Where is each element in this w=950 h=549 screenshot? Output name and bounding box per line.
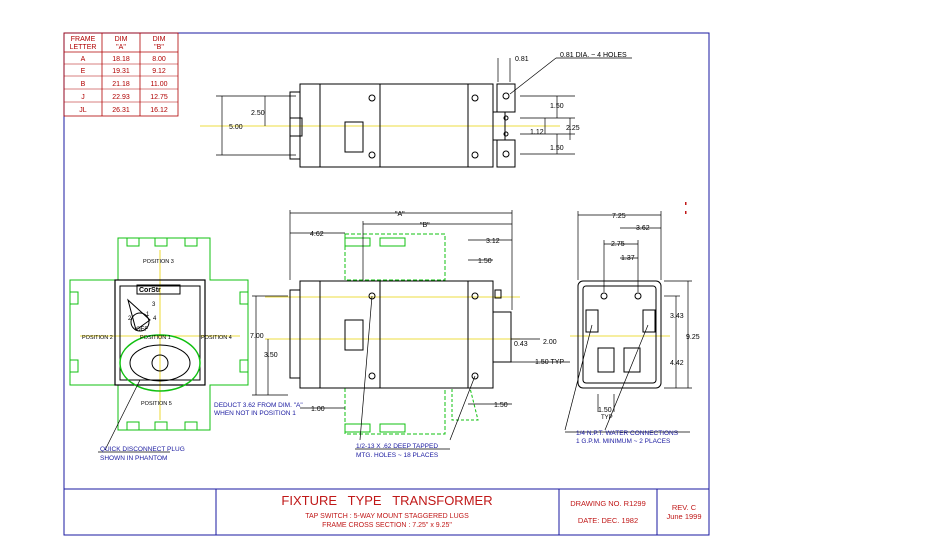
dim-label: 1.50 (478, 258, 492, 265)
drawing-border (63, 32, 710, 536)
table-cell: 8.00 (152, 56, 166, 63)
table-cell: A (81, 56, 86, 63)
dim-label: 2.75 (611, 241, 625, 248)
title-block: FIXTURE TYPE TRANSFORMER TAP SWITCH : 5-… (281, 493, 701, 529)
deduct-note: WHEN NOT IN POSITION 1 (214, 410, 296, 417)
position-label: POSITION 3 (143, 259, 174, 265)
dim-label: 4.62 (310, 231, 324, 238)
revision-date: June 1999 (666, 512, 701, 521)
table-cell: 22.93 (112, 94, 130, 101)
dim-label: 1.37 (621, 255, 635, 262)
table-cell: 11.00 (151, 81, 168, 88)
side-view: "A" "B" 4.62 3.12 1.50 7.00 3.50 0.43 2.… (214, 210, 570, 459)
drawing-date: DATE: DEC. 1982 (578, 516, 638, 525)
water-connections-note: 1/4 N.P.T. WATER CONNECTIONS (576, 430, 679, 437)
dim-label: 0.43 (514, 341, 528, 348)
top-view: 5.00 2.50 0.81 0.81 DIA. ~ 4 HOLES 1.50 … (200, 52, 632, 168)
position-label: POSITION 2 (82, 335, 113, 341)
knob-label: 4 (153, 316, 157, 322)
dim-label: 1.50 (598, 407, 612, 414)
brand-label: CorStr (139, 287, 161, 294)
table-cell: JL (79, 107, 87, 114)
table-header: DIM (153, 36, 166, 43)
table-header: FRAME (71, 36, 96, 43)
table-cell: 26.31 (112, 107, 130, 114)
table-header: "B" (154, 44, 164, 51)
dim-label: 0.81 (515, 56, 529, 63)
table-header: DIM (115, 36, 128, 43)
knob-label: 2 (128, 316, 132, 322)
table-cell: E (81, 68, 86, 75)
dim-label: 1.12 (530, 129, 544, 136)
dim-label: 2.00 (543, 339, 557, 346)
dim-label: 5.00 (229, 124, 243, 131)
dim-label: 9.25 (686, 334, 700, 341)
holes-note: 0.81 DIA. ~ 4 HOLES (560, 52, 627, 59)
position-label: POSITION 4 (201, 335, 232, 341)
table-cell: 16.12 (150, 107, 168, 114)
dim-label: 1.50 (550, 145, 564, 152)
dim-label: "A" (395, 211, 405, 218)
drawing-title: FIXTURE TYPE TRANSFORMER (281, 493, 492, 508)
disconnect-plug-note: SHOWN IN PHANTOM (100, 455, 167, 462)
drawing-subtitle: FRAME CROSS SECTION : 7.25" x 9.25" (322, 522, 452, 529)
water-connections-note: 1 G.P.M. MINIMUM ~ 2 PLACES (576, 438, 671, 445)
dim-label: 3.12 (486, 238, 500, 245)
knob-label: 3 (152, 302, 156, 308)
dim-label: 1.50 TYP (535, 359, 564, 366)
position-label: POSITION 1 (140, 335, 171, 341)
revision: REV. C (672, 503, 697, 512)
end-view: 7.25 3.62 2.75 1.37 3.43 9.25 4.42 1.50 … (564, 211, 700, 445)
dim-label: 7.00 (250, 333, 264, 340)
table-cell: 21.18 (112, 81, 130, 88)
dim-label: "B" (420, 222, 430, 229)
knob-label: 1 (146, 312, 150, 318)
table-cell: J (81, 94, 85, 101)
position-label: POSITION 5 (141, 401, 172, 407)
knob-label: OFF (136, 327, 148, 333)
tapped-holes-note: MTG. HOLES ~ 18 PLACES (356, 452, 439, 459)
dim-label: 4.42 (670, 360, 684, 367)
switch-view: CorStr 1 2 3 4 OFF POSITION 3 POSITION 2… (69, 237, 249, 462)
drawing-subtitle: TAP SWITCH : 5-WAY MOUNT STAGGERED LUGS (305, 513, 469, 520)
deduct-note: DEDUCT 3.62 FROM DIM. "A" (214, 402, 303, 409)
table-cell: 19.31 (112, 68, 130, 75)
table-cell: 12.75 (150, 94, 168, 101)
tapped-holes-note: 1/2-13 X .62 DEEP TAPPED (356, 443, 438, 450)
dim-label: 1.00 (311, 406, 325, 413)
table-cell: 18.18 (112, 56, 130, 63)
dim-label: 1.50 (550, 103, 564, 110)
dim-label: 2.50 (251, 110, 265, 117)
dim-label: 3.43 (670, 313, 684, 320)
drawing-number: DRAWING NO. R1299 (570, 499, 646, 508)
dim-label: 3.62 (636, 225, 650, 232)
table-header: "A" (116, 44, 126, 51)
dim-label: 1.50 (494, 402, 508, 409)
dim-label: TYP (601, 415, 613, 421)
table-header: LETTER (70, 44, 97, 51)
dim-label: 2.25 (566, 125, 580, 132)
table-cell: 9.12 (152, 68, 166, 75)
disconnect-plug-note: QUICK DISCONNECT PLUG (100, 446, 185, 453)
table-cell: B (81, 81, 86, 88)
dim-label: 3.50 (264, 352, 278, 359)
dim-label: 7.25 (612, 213, 626, 220)
frame-letter-table: FRAME LETTER DIM "A" DIM "B" A 18.18 8.0… (63, 32, 179, 117)
